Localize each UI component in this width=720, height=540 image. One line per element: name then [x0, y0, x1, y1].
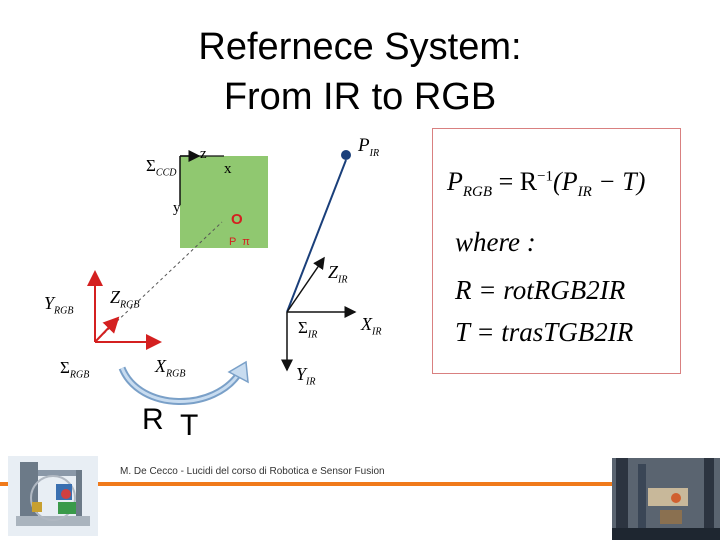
equation-where: where : [455, 227, 536, 257]
t-label: T [180, 409, 199, 442]
eq1-ir-sub: IR [577, 184, 592, 201]
sigma-rgb-label: ΣRGB [60, 358, 89, 380]
ccd-z-label: z [200, 146, 207, 162]
equation-t: T = trasTGB2IR [455, 317, 634, 347]
equation-main: PRGB = R−1(PIR − T) [447, 167, 645, 201]
y-ir-sub: IR [306, 376, 316, 388]
sigma-ir-label: ΣIR [298, 318, 317, 340]
z-rgb-sub: RGB [120, 299, 140, 311]
z-ir-label: ZIR [328, 262, 347, 286]
eq1-lhs: P [447, 167, 463, 196]
x-ir-label: XIR [361, 314, 381, 338]
p-ir-label: PIR [358, 135, 379, 159]
sigma-ccd-label: ΣCCD [146, 156, 176, 178]
robot-photo-left [8, 456, 98, 536]
ir-z-axis [286, 256, 325, 313]
footer-credit: M. De Cecco - Lucidi del corso di Roboti… [120, 466, 385, 477]
ccd-y-label: y [173, 200, 181, 216]
slide-title: Refernece System: From IR to RGB [0, 22, 720, 122]
x-ir-main: X [361, 314, 372, 334]
point-o-label: O [231, 211, 243, 228]
sigma-ir-sub: IR [307, 329, 318, 341]
point-p-ir [341, 150, 351, 160]
sigma-ccd-symbol: Σ [146, 156, 156, 175]
z-rgb-label: ZRGB [110, 287, 139, 311]
transform-arrow-head [227, 360, 249, 384]
sigma-rgb-sub: RGB [69, 369, 90, 381]
ccd-x-label: x [224, 161, 232, 177]
eq1-lhs-sub: RGB [462, 184, 493, 201]
point-p-pi-label: P π [229, 236, 250, 248]
rgb-z-axis [94, 316, 120, 343]
projection-line [94, 221, 223, 343]
title-line-2: From IR to RGB [223, 76, 497, 118]
robot-photo-right [612, 458, 720, 540]
y-rgb-main: Y [44, 293, 55, 313]
x-ir-sub: IR [372, 326, 382, 338]
x-rgb-main: X [155, 356, 166, 376]
p-ir-main: P [358, 135, 370, 156]
x-rgb-label: XRGB [155, 356, 185, 380]
p-ir-sub: IR [369, 147, 380, 159]
ir-to-point-line [286, 159, 347, 313]
eq1-rhs-prefix: = R [498, 167, 538, 196]
z-ir-sub: IR [338, 274, 348, 286]
y-rgb-label: YRGB [44, 293, 73, 317]
ccd-image-plane [180, 156, 268, 248]
y-rgb-sub: RGB [54, 305, 74, 317]
eq1-sup: −1 [537, 168, 554, 185]
sigma-ccd-sub: CCD [155, 167, 177, 179]
z-ir-main: Z [328, 262, 339, 282]
equation-r: R = rotRGB2IR [455, 275, 626, 305]
sigma-ir-main: Σ [298, 318, 308, 337]
footer-divider [0, 482, 720, 486]
eq1-paren-open: (P [553, 167, 578, 196]
x-rgb-sub: RGB [166, 368, 186, 380]
z-rgb-main: Z [110, 287, 121, 307]
transform-arrow-inner [120, 367, 242, 403]
title-line-1: Refernece System: [198, 26, 522, 68]
eq1-rest: − T) [591, 167, 646, 196]
equation-box: PRGB = R−1(PIR − T) where : R = rotRGB2I… [432, 128, 681, 374]
y-ir-main: Y [296, 364, 307, 384]
r-label: R [142, 403, 164, 436]
sigma-rgb-main: Σ [60, 358, 70, 377]
y-ir-label: YIR [296, 364, 315, 388]
